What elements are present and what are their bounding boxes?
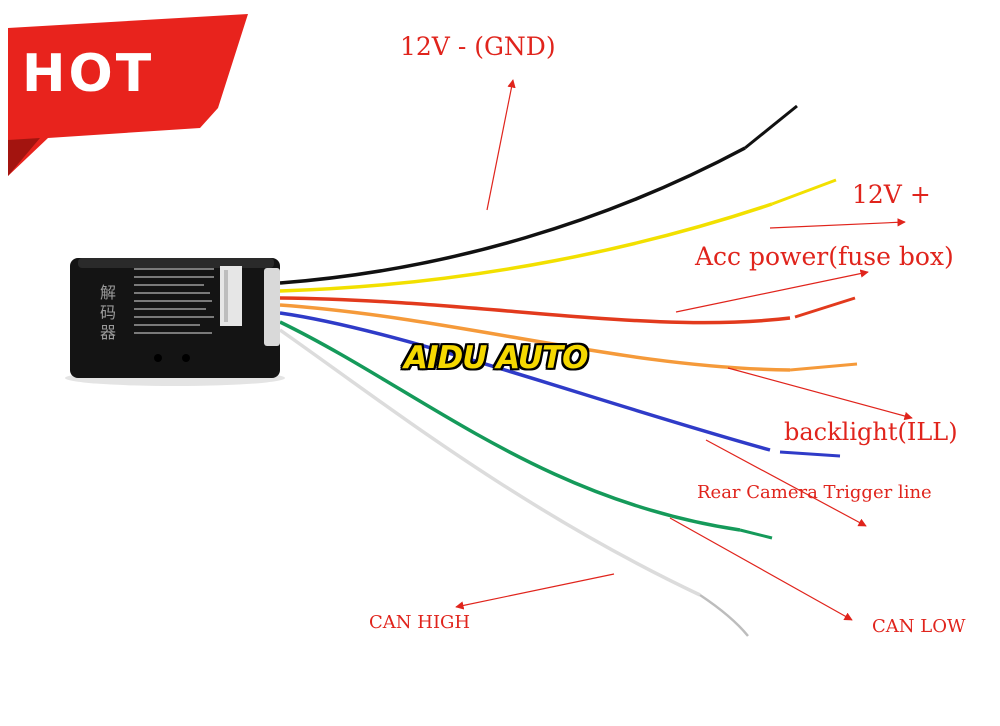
wire-red: [279, 296, 856, 325]
hot-badge-text: HOT: [22, 44, 155, 104]
arrow-rear-camera: [705, 439, 867, 527]
hot-badge: [8, 14, 248, 176]
arrow-can-high: [455, 573, 615, 610]
arrow-can-low: [669, 517, 853, 621]
decoder-module: 解 码 器: [65, 258, 285, 386]
module-char-3: 器: [100, 323, 116, 342]
module-char-1: 解: [100, 283, 116, 302]
label-acc-power: Acc power(fuse box): [695, 242, 954, 271]
arrow-acc: [675, 269, 869, 313]
arrow-12v-plus: [769, 218, 906, 229]
wire-blue: [279, 311, 841, 458]
wire-green: [279, 320, 773, 540]
label-backlight: backlight(ILL): [784, 418, 958, 446]
module-char-2: 码: [100, 303, 116, 322]
label-can-low: CAN LOW: [872, 616, 966, 637]
arrow-backlight: [727, 367, 913, 421]
wire-yellow: [279, 178, 837, 293]
label-can-high: CAN HIGH: [369, 612, 471, 633]
arrow-gnd: [486, 79, 516, 211]
wire-orange: [279, 303, 858, 372]
wire-black: [279, 104, 798, 285]
label-rear-camera: Rear Camera Trigger line: [697, 482, 932, 503]
annotation-arrows: [455, 79, 913, 621]
wire-white: [278, 328, 749, 637]
watermark-text: AIDU AUTO: [404, 340, 588, 376]
label-12v-plus: 12V +: [852, 180, 931, 209]
label-gnd: 12V - (GND): [400, 32, 556, 61]
